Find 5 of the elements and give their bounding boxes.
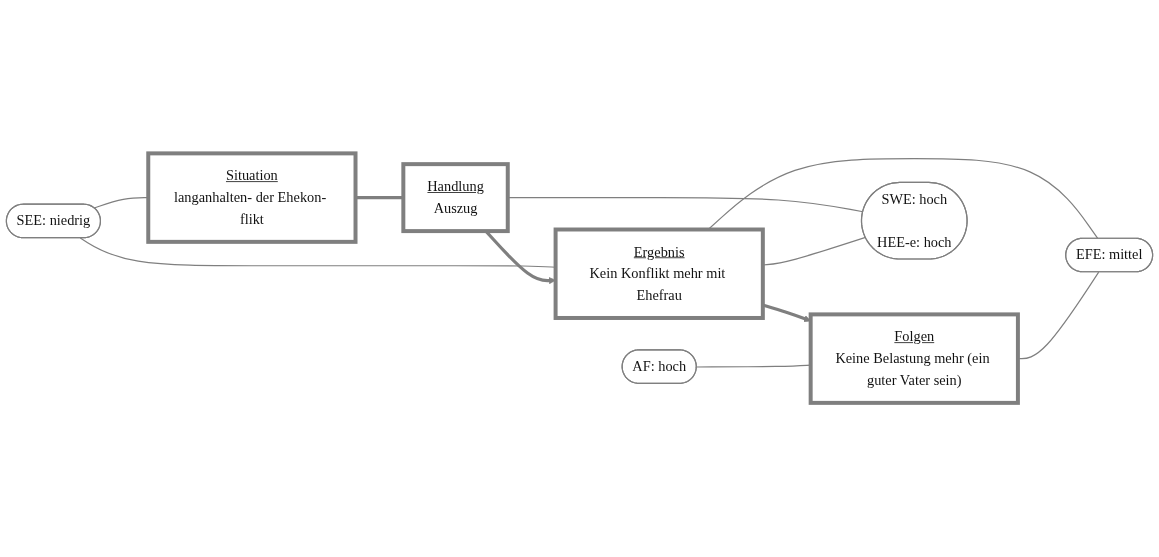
- node-box: Ergebnis Kein Konflikt mehr mit Ehefrau: [553, 227, 765, 321]
- node-box: Situation langanhalten- der Ehekon- flikt: [146, 151, 358, 245]
- node-box: Handlung Auszug: [401, 162, 510, 234]
- node-box: Folgen Keine Belastung mehr (ein guter Vater sein): [808, 312, 1020, 406]
- connector: [707, 158, 1099, 240]
